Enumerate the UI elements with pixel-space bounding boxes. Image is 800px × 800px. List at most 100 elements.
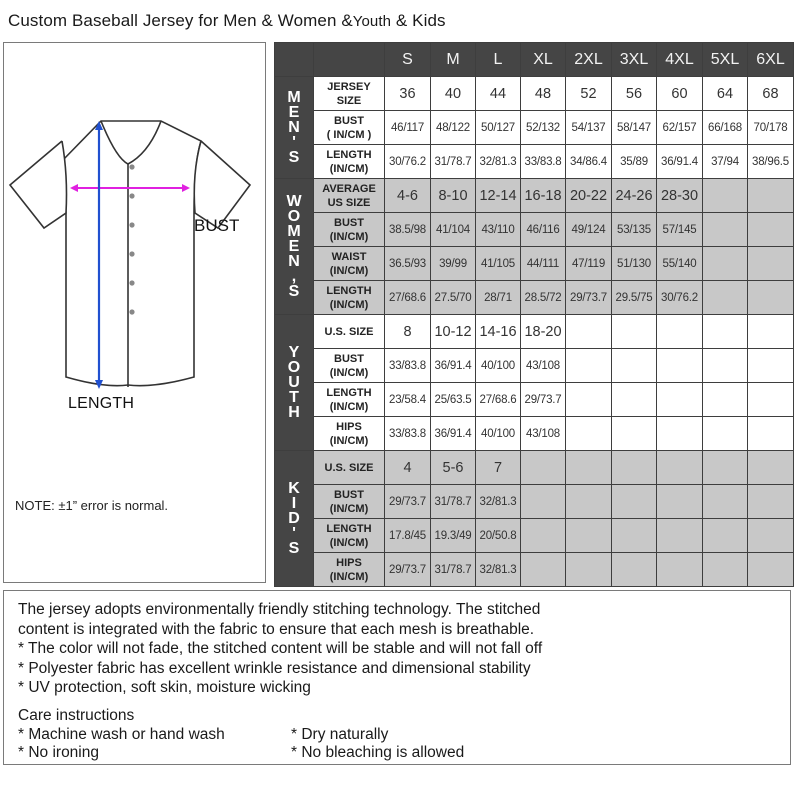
size-value-cell bbox=[747, 416, 794, 451]
size-value-cell bbox=[565, 450, 612, 485]
size-value-cell bbox=[702, 416, 748, 451]
row-label-main: LENGTH bbox=[326, 386, 372, 399]
size-value-cell bbox=[565, 416, 612, 451]
jersey-outline-icon bbox=[8, 120, 252, 389]
section-label-letter: M bbox=[287, 223, 301, 240]
size-value-cell: 62/157 bbox=[656, 110, 703, 145]
size-value-cell bbox=[702, 212, 748, 247]
size-value-cell: 18-20 bbox=[520, 314, 566, 349]
size-value-cell: 60 bbox=[656, 76, 703, 111]
column-header: 4XL bbox=[656, 42, 703, 77]
section-label-letter: ' bbox=[292, 134, 296, 151]
size-value-cell: 31/78.7 bbox=[430, 552, 476, 587]
size-value-cell bbox=[747, 552, 794, 587]
row-label: HIPS(IN/CM) bbox=[313, 552, 385, 587]
section-label-letter: T bbox=[289, 389, 299, 406]
size-value-cell: 54/137 bbox=[565, 110, 612, 145]
row-label: U.S. SIZE bbox=[313, 450, 385, 485]
size-value-cell: 20-22 bbox=[565, 178, 612, 213]
size-value-cell bbox=[565, 314, 612, 349]
column-header: M bbox=[430, 42, 476, 77]
size-value-cell: 36/91.4 bbox=[430, 348, 476, 383]
size-value-cell: 36.5/93 bbox=[384, 246, 431, 281]
row-label-main: JERSEY bbox=[327, 80, 371, 93]
section-label-letter: S bbox=[288, 540, 300, 557]
description-line: content is integrated with the fabric to… bbox=[18, 620, 535, 638]
section-label-letter: S bbox=[288, 149, 300, 166]
size-value-cell bbox=[747, 450, 794, 485]
title-main: Custom Baseball Jersey for Men & Women & bbox=[8, 11, 353, 30]
size-value-cell: 44/111 bbox=[520, 246, 566, 281]
size-value-cell: 52/132 bbox=[520, 110, 566, 145]
size-value-cell bbox=[565, 348, 612, 383]
care-item: * No bleaching is allowed bbox=[291, 744, 465, 761]
size-value-cell: 41/104 bbox=[430, 212, 476, 247]
size-value-cell: 35/89 bbox=[611, 144, 657, 179]
row-label-unit: US SIZE bbox=[327, 196, 371, 209]
size-value-cell: 58/147 bbox=[611, 110, 657, 145]
size-value-cell: 4 bbox=[384, 450, 431, 485]
row-label: LENGTH(IN/CM) bbox=[313, 382, 385, 417]
row-label-unit: (IN/CM) bbox=[329, 536, 369, 549]
size-value-cell: 47/119 bbox=[565, 246, 612, 281]
size-value-cell: 29/73.7 bbox=[384, 484, 431, 519]
row-label: LENGTH(IN/CM) bbox=[313, 518, 385, 553]
size-value-cell bbox=[611, 552, 657, 587]
size-value-cell bbox=[747, 212, 794, 247]
size-value-cell: 46/117 bbox=[384, 110, 431, 145]
size-value-cell: 28.5/72 bbox=[520, 280, 566, 315]
section-label-letter: S bbox=[288, 283, 300, 300]
row-label: BUST(IN/CM) bbox=[313, 348, 385, 383]
size-value-cell bbox=[656, 552, 703, 587]
section-label-letter: O bbox=[287, 359, 301, 376]
care-item: * Machine wash or hand wash bbox=[18, 725, 225, 743]
size-value-cell: 36 bbox=[384, 76, 431, 111]
size-value-cell bbox=[520, 450, 566, 485]
column-header: 3XL bbox=[611, 42, 657, 77]
size-value-cell bbox=[611, 348, 657, 383]
size-value-cell: 52 bbox=[565, 76, 612, 111]
column-header: 2XL bbox=[565, 42, 612, 77]
size-header-row: S M L XL 2XL 3XL 4XL 5XL 6XL bbox=[274, 42, 794, 77]
section-label-letter: K bbox=[288, 480, 300, 497]
size-value-cell: 32/81.3 bbox=[475, 484, 521, 519]
section-label-letter: N bbox=[288, 119, 300, 136]
column-header: XL bbox=[520, 42, 566, 77]
section-label-letter: E bbox=[288, 238, 300, 255]
size-value-cell: 43/108 bbox=[520, 416, 566, 451]
bust-label: BUST bbox=[194, 216, 240, 235]
size-value-cell bbox=[520, 552, 566, 587]
care-instructions: Care instructions * Machine wash or hand… bbox=[18, 707, 464, 763]
size-value-cell: 27/68.6 bbox=[475, 382, 521, 417]
row-label: BUST(IN/CM) bbox=[313, 484, 385, 519]
size-value-cell bbox=[702, 280, 748, 315]
size-value-cell: 34/86.4 bbox=[565, 144, 612, 179]
row-label-main: U.S. SIZE bbox=[324, 325, 374, 338]
size-value-cell: 33/83.8 bbox=[384, 348, 431, 383]
measurement-note: NOTE: ±1” error is normal. bbox=[15, 498, 169, 513]
row-label-main: U.S. SIZE bbox=[324, 461, 374, 474]
section-label-letter: O bbox=[287, 208, 301, 225]
row-label-unit: (IN/CM) bbox=[329, 502, 369, 515]
size-value-cell: 70/178 bbox=[747, 110, 794, 145]
size-value-cell bbox=[611, 382, 657, 417]
size-value-cell: 4-6 bbox=[384, 178, 431, 213]
size-value-cell: 43/108 bbox=[520, 348, 566, 383]
size-value-cell bbox=[702, 348, 748, 383]
row-label: WAIST(IN/CM) bbox=[313, 246, 385, 281]
size-value-cell: 29/73.7 bbox=[565, 280, 612, 315]
size-value-cell bbox=[656, 348, 703, 383]
size-value-cell bbox=[702, 382, 748, 417]
size-value-cell: 28-30 bbox=[656, 178, 703, 213]
length-label: LENGTH bbox=[68, 395, 135, 412]
row-label-unit: (IN/CM) bbox=[329, 434, 369, 447]
row-label-main: HIPS bbox=[336, 556, 362, 569]
